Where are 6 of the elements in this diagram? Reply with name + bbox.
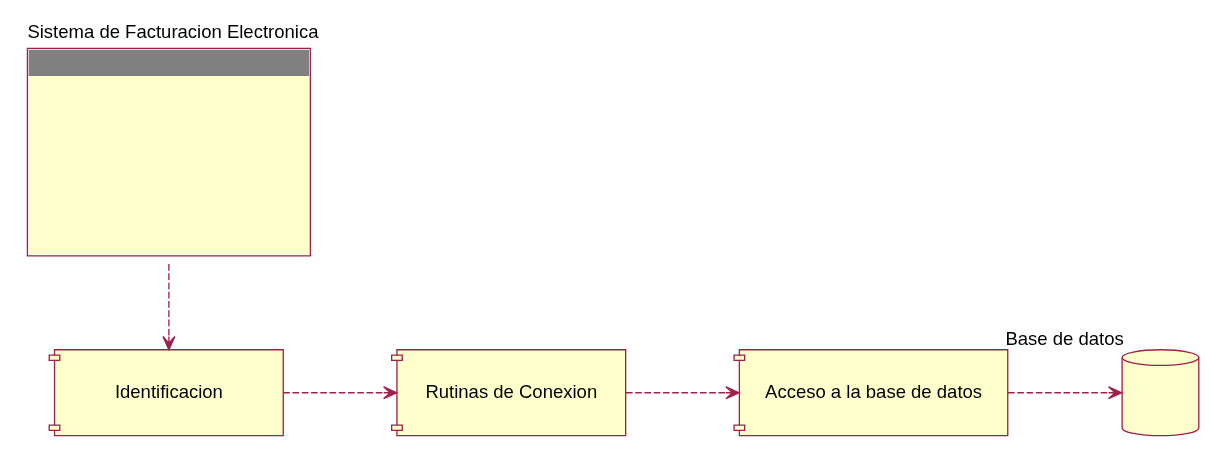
- arrow: [282, 385, 398, 399]
- node-label: Base de datos: [1005, 327, 1124, 349]
- node-label: Sistema de Facturacion Electronica: [27, 20, 319, 42]
- arrow: [625, 385, 740, 399]
- arrow: [162, 262, 176, 350]
- arrow: [1007, 385, 1123, 399]
